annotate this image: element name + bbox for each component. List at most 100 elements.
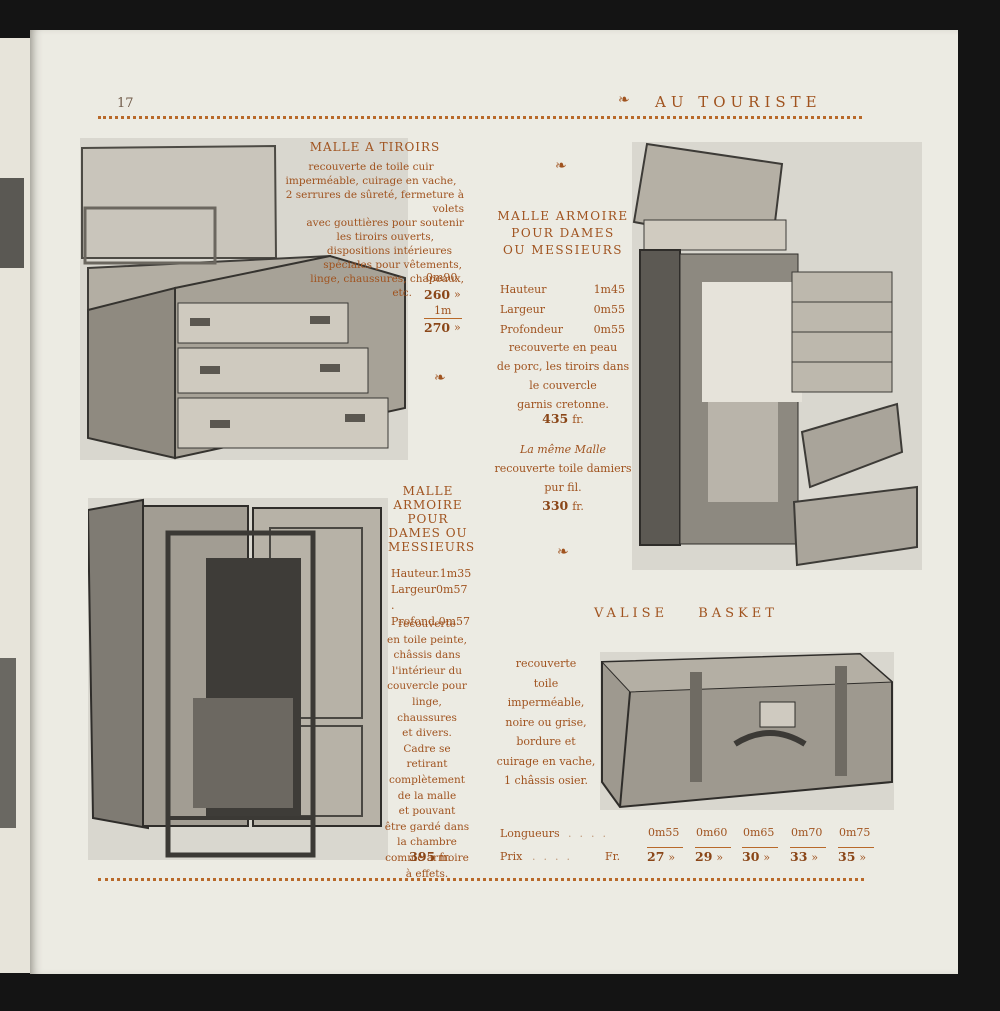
dimension-value: 0m55 xyxy=(593,323,625,336)
divider xyxy=(695,847,731,848)
desc-line: le couvercle xyxy=(529,379,597,392)
title-line: MALLE xyxy=(402,484,454,498)
malle-armoire-messieurs-dimensions: Hauteur. 1m35 Largeur . 0m57 Profond. 0m… xyxy=(391,566,471,630)
desc-line: Cadre se retirant xyxy=(403,742,451,771)
malle-armoire-messieurs-description: recouverte en toile peinte, châssis dans… xyxy=(384,617,470,882)
leader-dots: .... xyxy=(532,850,578,863)
size-label: 0m75 xyxy=(839,826,871,839)
desc-line: noire ou grise, xyxy=(505,715,587,729)
ornament-icon: ❧ xyxy=(557,544,569,560)
price-value: 30 xyxy=(742,849,760,864)
leader-dots: .... xyxy=(568,827,614,840)
dimension-value: 0m55 xyxy=(593,303,625,316)
dimension-label: Hauteur xyxy=(500,283,547,296)
price-value: 33 xyxy=(790,849,808,864)
dimension-row: Largeur . 0m57 xyxy=(391,582,468,614)
alt-title: La même Malle xyxy=(519,443,607,456)
price-value: 35 xyxy=(838,849,856,864)
price-unit: fr. xyxy=(572,413,584,426)
prix-label: Prix xyxy=(500,850,523,863)
dimension-label: Profond. xyxy=(391,615,439,628)
dimension-label: Largeur xyxy=(500,303,546,316)
facing-page-photo xyxy=(0,178,24,268)
desc-line: spéciales pour vêtements, xyxy=(323,259,462,271)
price-value: 435 xyxy=(542,411,569,426)
page-number: 17 xyxy=(117,96,134,111)
price-value: 330 xyxy=(542,498,569,513)
page-title: AU TOURISTE xyxy=(655,93,822,111)
desc-line: et divers. xyxy=(402,727,452,740)
malle-armoire-dames-photo xyxy=(632,142,922,570)
desc-line: bordure et xyxy=(516,735,576,748)
dimension-value: 0m57 xyxy=(436,583,468,596)
malle-armoire-dames-description: recouverte en peau de porc, les tiroirs … xyxy=(490,338,636,414)
dimension-value: 1m35 xyxy=(439,567,472,580)
malle-armoire-messieurs-title: MALLE ARMOIRE POUR DAMES OU MESSIEURS xyxy=(388,484,474,554)
price-unit: fr. xyxy=(572,500,584,513)
price-value: 260 xyxy=(424,287,451,302)
ditto-mark: » xyxy=(668,851,676,864)
dimension-label: Profondeur xyxy=(500,323,563,336)
desc-line: etc. xyxy=(392,287,412,299)
desc-line: linge, chaussures, chapeaux, xyxy=(310,273,464,285)
title-line: DAMES OU xyxy=(388,526,468,540)
dimension-label: Hauteur. xyxy=(391,567,440,580)
alt-price: 330 fr. xyxy=(490,498,636,513)
malle-tiroirs-photo xyxy=(80,138,408,460)
top-dotted-rule xyxy=(98,116,862,119)
desc-line: les tiroirs ouverts, xyxy=(336,231,434,243)
divider xyxy=(790,847,826,848)
size-label: 0m70 xyxy=(791,826,823,839)
alt-description: recouverte toile damiers pur fil. xyxy=(490,459,636,497)
valise-basket-description: recouverte toile imperméable, noire ou g… xyxy=(496,654,596,791)
desc-line: dispositions intérieures xyxy=(326,245,452,257)
desc-line: pur fil. xyxy=(544,481,582,494)
bottom-dotted-rule xyxy=(98,878,864,881)
title-line: POUR DAMES xyxy=(511,226,615,240)
desc-line: linge, chaussures xyxy=(397,695,457,724)
desc-line: recouverte toile damiers xyxy=(494,462,632,475)
price-cell: 29 » xyxy=(695,849,723,864)
divider xyxy=(838,847,874,848)
desc-line: et pouvant xyxy=(398,805,456,818)
malle-armoire-messieurs-price: 395 fr. xyxy=(395,849,465,864)
dimension-label: Largeur . xyxy=(391,583,437,612)
desc-line: recouverte de toile cuir xyxy=(308,161,434,173)
size-label: 0m60 xyxy=(696,826,728,839)
size-label: 0m90 xyxy=(426,271,458,284)
size-label: 0m65 xyxy=(743,826,775,839)
desc-line: être gardé dans xyxy=(384,820,470,833)
price-value: 270 xyxy=(424,320,451,335)
price-value: 395 xyxy=(409,849,436,864)
desc-line: imperméable, cuirage en vache, xyxy=(285,175,457,187)
ornament-icon: ❧ xyxy=(618,92,630,108)
ditto-mark: » xyxy=(454,288,461,301)
title-line: MALLE ARMOIRE xyxy=(497,209,629,223)
dimension-row: Hauteur 1m45 xyxy=(500,280,625,300)
desc-line: 2 serrures de sûreté, fermeture à volets xyxy=(285,189,464,215)
size-label: 1m xyxy=(434,304,452,317)
divider xyxy=(424,318,462,319)
ditto-mark: » xyxy=(811,851,819,864)
title-line: ARMOIRE xyxy=(393,498,463,512)
desc-line: avec gouttières pour soutenir xyxy=(306,217,464,229)
malle-tiroirs-title: MALLE A TIROIRS xyxy=(309,140,441,154)
facing-page-photo xyxy=(0,658,16,828)
price-unit: fr. xyxy=(439,851,451,864)
price-cell: 27 » xyxy=(647,849,675,864)
ditto-mark: » xyxy=(859,851,867,864)
divider xyxy=(647,847,683,848)
malle-tiroirs-description: recouverte de toile cuir imperméable, cu… xyxy=(278,160,464,300)
desc-line: châssis dans xyxy=(393,649,461,662)
price-cell: 33 » xyxy=(790,849,818,864)
price-cell: 30 » xyxy=(742,849,770,864)
ditto-mark: » xyxy=(716,851,724,864)
longueurs-label: Longueurs xyxy=(500,827,560,840)
title-line: OU MESSIEURS xyxy=(503,243,623,257)
desc-line: en toile peinte, xyxy=(387,633,467,646)
desc-line: comme armoire xyxy=(385,851,469,864)
price-value: 29 xyxy=(695,849,713,864)
ornament-icon: ❧ xyxy=(434,370,446,386)
desc-line: recouverte en peau xyxy=(508,341,618,354)
desc-line: complètement xyxy=(388,773,466,786)
